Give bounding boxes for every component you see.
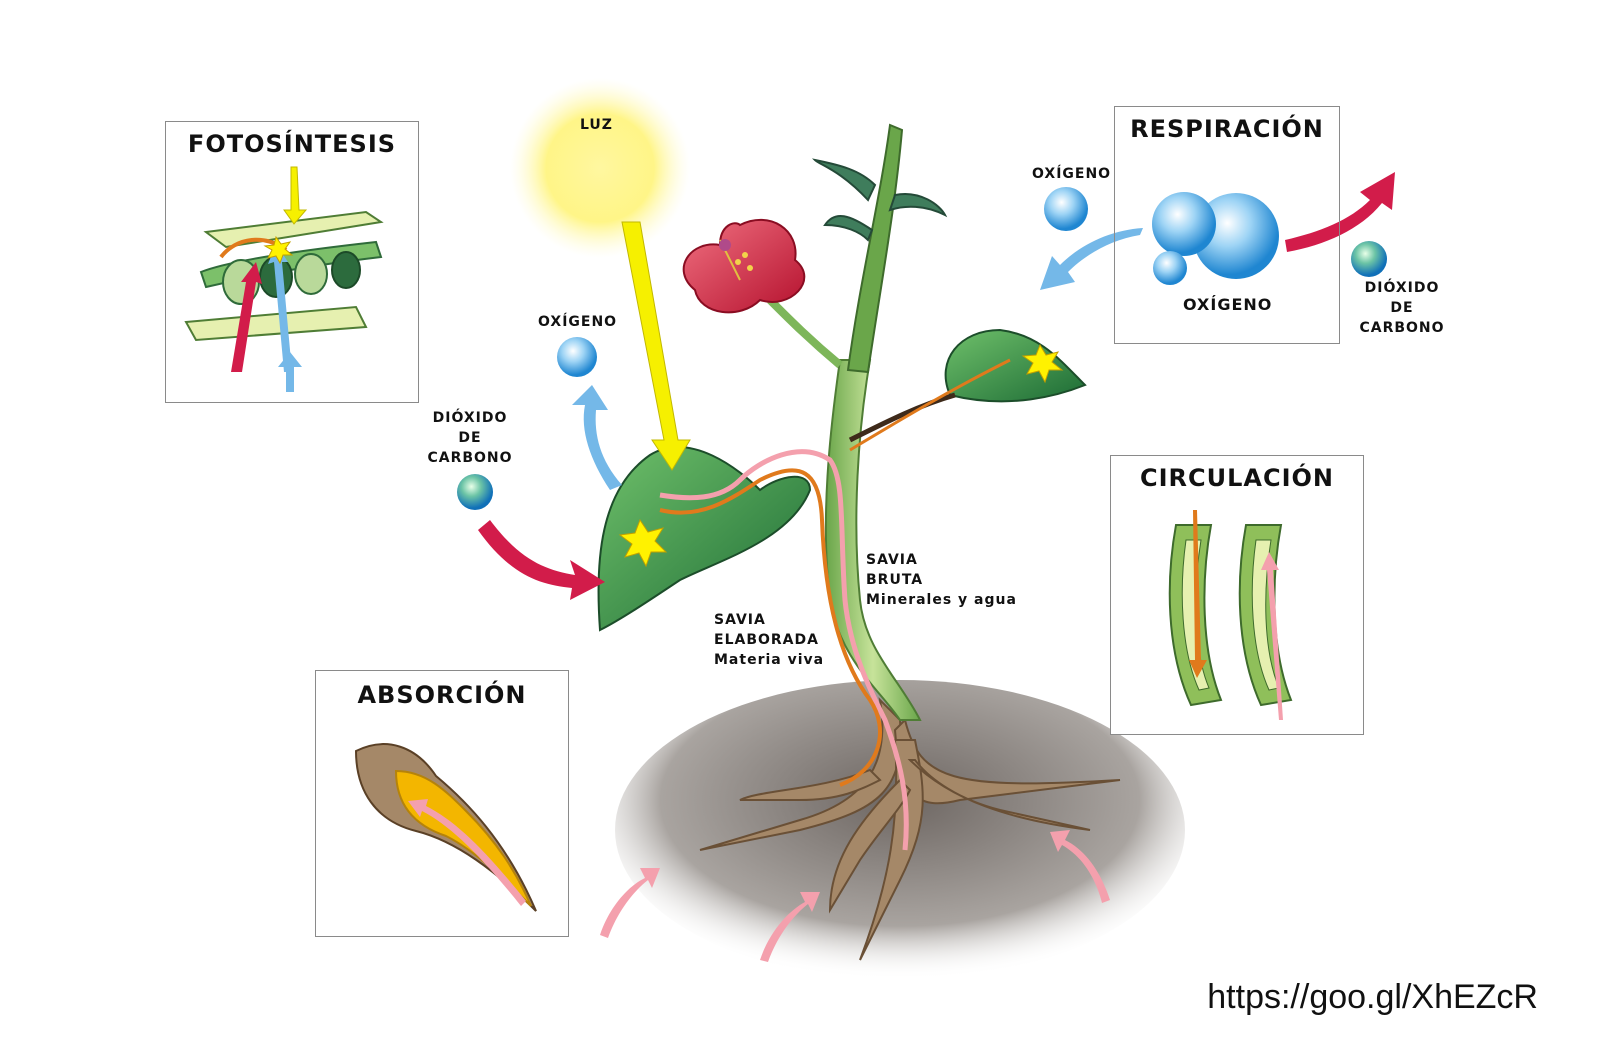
source-url[interactable]: https://goo.gl/XhEZcR — [1207, 978, 1538, 1016]
photosynthesis-illustration — [184, 166, 384, 392]
savia-elaborada-label: SAVIA ELABORADA Materia viva — [714, 610, 824, 670]
respiration-box: RESPIRACIÓN OXÍGENO — [1114, 106, 1340, 344]
savia-elaborada-line3: Materia viva — [714, 652, 825, 668]
co2-label-leaf-line3: CARBONO — [427, 450, 513, 466]
savia-bruta-line1: SAVIA — [866, 552, 918, 568]
circulation-box: CIRCULACIÓN — [1110, 455, 1364, 735]
circulation-illustration — [1168, 510, 1293, 720]
sun — [510, 78, 690, 258]
photosynthesis-spark — [618, 518, 668, 568]
co2-label-leaf-line2: DE — [458, 430, 482, 446]
stem-top — [846, 123, 904, 374]
oxygen-label-resp-out: OXÍGENO — [1032, 166, 1112, 182]
oxygen-arrow-resp — [1040, 228, 1143, 290]
luz-label: LUZ — [580, 117, 613, 133]
oxygen-arrow-leaf — [572, 385, 622, 490]
top-leaf-right — [888, 193, 948, 218]
sap-elaborated-channel — [659, 468, 882, 787]
top-leaf-mid — [823, 215, 874, 242]
absorption-arrow-mid — [760, 892, 820, 962]
oxygen-bubble-small-left — [1044, 187, 1088, 231]
co2-bubble-resp — [1351, 241, 1387, 277]
sap-raw-channel — [659, 449, 909, 851]
savia-bruta-line2: BRUTA — [866, 572, 924, 588]
co2-label-resp-line1: DIÓXIDO — [1364, 280, 1440, 296]
oxygen-label-leaf: OXÍGENO — [538, 314, 618, 330]
savia-elaborada-line1: SAVIA — [714, 612, 766, 628]
savia-elaborada-line2: ELABORADA — [714, 632, 819, 648]
co2-label-resp-line3: CARBONO — [1359, 320, 1445, 336]
main-leaf — [597, 446, 812, 632]
circulation-title: CIRCULACIÓN — [1139, 464, 1335, 492]
savia-bruta-line3: Minerales y agua — [866, 592, 1017, 608]
absorption-illustration — [354, 743, 537, 912]
flower-stalk — [767, 297, 843, 369]
oxygen-label-resp-in: OXÍGENO — [1183, 295, 1273, 314]
co2-arrow-leaf — [478, 520, 605, 600]
respiration-title: RESPIRACIÓN — [1130, 115, 1324, 143]
co2-bubble-leaf — [457, 474, 493, 510]
co2-arrow-resp — [1285, 172, 1395, 252]
absorption-arrow-right — [1050, 830, 1110, 903]
co2-label-leaf: DIÓXIDO DE CARBONO — [420, 408, 520, 468]
oxygen-bubble-leaf — [557, 337, 597, 377]
sap-right-leaf-channel — [849, 358, 1011, 452]
oxygen-bubble-mid — [1152, 192, 1216, 256]
photosynthesis-box: FOTOSÍNTESIS — [165, 121, 419, 403]
right-leaf — [944, 328, 1087, 403]
flower — [682, 219, 806, 314]
light-arrow — [621, 221, 691, 471]
absorption-title: ABSORCIÓN — [357, 681, 527, 709]
right-leaf-branch — [848, 392, 956, 443]
photosynthesis-title: FOTOSÍNTESIS — [187, 130, 397, 158]
co2-label-leaf-line1: DIÓXIDO — [432, 410, 508, 426]
absorption-arrow-left — [600, 868, 660, 938]
co2-label-resp-line2: DE — [1390, 300, 1414, 316]
savia-bruta-label: SAVIA BRUTA Minerales y agua — [866, 550, 1017, 610]
absorption-box: ABSORCIÓN — [315, 670, 569, 937]
right-leaf-spark — [1021, 343, 1064, 384]
co2-label-resp: DIÓXIDO DE CARBONO — [1352, 278, 1452, 338]
top-leaf-left — [811, 158, 877, 202]
oxygen-bubble-tiny — [1153, 251, 1187, 285]
